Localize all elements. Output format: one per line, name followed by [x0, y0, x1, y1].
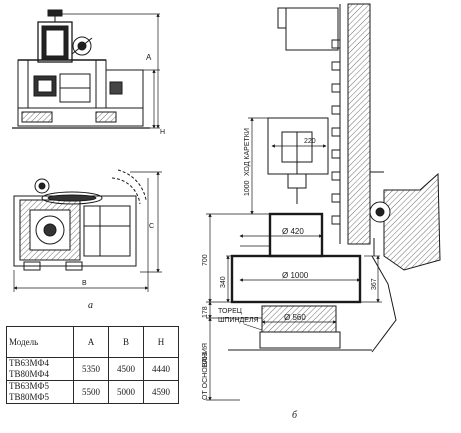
model-cell: ТВ63МФ4 ТВ80МФ4 — [6, 357, 74, 381]
dimension-b — [13, 171, 162, 292]
model-name: ТВ80МФ4 — [9, 369, 49, 379]
spindle-face-line2: ШПИНДЕЛЯ — [218, 317, 259, 324]
dim-label-h: H — [160, 129, 165, 136]
table-row: ТВ63МФ5 ТВ80МФ5 5500 5000 4590 — [6, 380, 179, 404]
phi-420-label: Ø 420 — [282, 227, 304, 236]
base-caption: ОТ ОСНОВАНИЯ — [202, 343, 209, 400]
view-b-dimensions — [206, 117, 382, 401]
value-h: 4590 — [143, 380, 179, 404]
value-h: 4440 — [143, 357, 179, 381]
dim-1053: 1053 — [202, 352, 209, 368]
dim-178: 178 — [202, 306, 209, 318]
dim-label-a: A — [146, 53, 152, 62]
phi-560-label: Ø 560 — [284, 313, 306, 322]
header-h: H — [143, 326, 179, 358]
phi-1000-label: Ø 1000 — [282, 271, 309, 280]
model-name: ТВ63МФ4 — [9, 358, 49, 368]
dim-367: 367 — [371, 278, 378, 290]
value-a: 5500 — [73, 380, 109, 404]
header-model: Модель — [6, 326, 74, 358]
dim-700: 700 — [202, 254, 209, 266]
value-b: 4500 — [108, 357, 144, 381]
model-cell: ТВ63МФ5 ТВ80МФ5 — [6, 380, 74, 404]
value-a: 5350 — [73, 357, 109, 381]
dim-label-c: C — [149, 223, 154, 230]
travel-caption: ХОД КАРЕТКИ — [244, 128, 251, 176]
header-b: B — [108, 326, 144, 358]
plan-view — [13, 169, 147, 271]
dim-220: 220 — [304, 138, 316, 145]
column-and-spindle — [267, 3, 441, 353]
dim-340: 340 — [220, 276, 227, 288]
figure-label-b: б — [292, 410, 298, 421]
rotary-table — [228, 212, 372, 351]
spindle-face-line1: ТОРЕЦ — [218, 308, 243, 315]
dim-label-b: B — [82, 280, 87, 287]
model-name: ТВ63МФ5 — [9, 381, 49, 391]
rotated-labels: 1000 ХОД КАРЕТКИ 700 340 367 178 1053 ОТ… — [202, 128, 378, 400]
dim-1000: 1000 — [244, 180, 251, 196]
dimension-a — [62, 13, 160, 129]
table-row: ТВ63МФ4 ТВ80МФ4 5350 4500 4440 — [6, 357, 179, 381]
model-name: ТВ80МФ5 — [9, 392, 49, 402]
front-elevation — [12, 9, 150, 129]
specifications-table: Модель A B H ТВ63МФ4 ТВ80МФ4 5350 4500 4… — [6, 326, 179, 404]
table-header-row: Модель A B H — [6, 326, 179, 358]
value-b: 5000 — [108, 380, 144, 404]
header-a: A — [73, 326, 109, 358]
figure-label-a: а — [88, 300, 93, 311]
